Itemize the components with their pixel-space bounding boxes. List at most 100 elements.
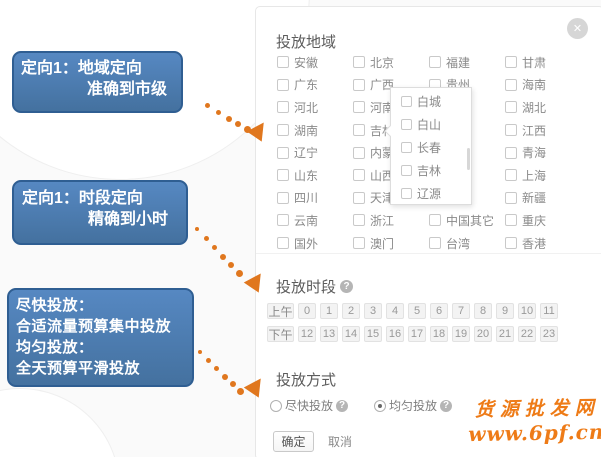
- hour-button[interactable]: 10: [518, 303, 536, 319]
- help-icon[interactable]: ?: [340, 280, 354, 293]
- hour-button[interactable]: 1: [320, 303, 338, 319]
- hour-button[interactable]: 23: [540, 326, 558, 342]
- checkbox-icon[interactable]: [277, 214, 289, 227]
- checkbox-icon[interactable]: [429, 237, 441, 250]
- hour-button[interactable]: 9: [496, 303, 514, 319]
- checkbox-icon[interactable]: [401, 119, 412, 130]
- hour-button[interactable]: 6: [430, 303, 448, 319]
- hour-button[interactable]: 19: [452, 326, 470, 342]
- region-checkbox-item[interactable]: 甘肃: [505, 54, 581, 71]
- checkbox-icon[interactable]: [401, 142, 412, 153]
- hour-button[interactable]: 13: [320, 326, 338, 342]
- checkbox-icon[interactable]: [353, 146, 365, 159]
- region-checkbox-item[interactable]: 河南: [353, 99, 429, 116]
- checkbox-icon[interactable]: [505, 146, 517, 159]
- city-checkbox-item[interactable]: 吉林: [401, 159, 471, 182]
- region-checkbox-item[interactable]: 江西: [505, 122, 581, 139]
- hour-button[interactable]: 17: [408, 326, 426, 342]
- region-checkbox-item[interactable]: 广东: [277, 76, 353, 93]
- checkbox-icon[interactable]: [505, 56, 517, 69]
- region-checkbox-item[interactable]: 安徽: [277, 54, 353, 71]
- region-checkbox-item[interactable]: 重庆: [505, 212, 581, 229]
- region-checkbox-item[interactable]: 广西: [353, 76, 429, 93]
- checkbox-icon[interactable]: [429, 214, 441, 227]
- region-checkbox-item[interactable]: 湖南: [277, 122, 353, 139]
- region-checkbox-item[interactable]: 中国其它: [429, 212, 505, 229]
- checkbox-icon[interactable]: [505, 124, 517, 137]
- close-button[interactable]: ✕: [567, 18, 588, 39]
- ampm-button[interactable]: 上午: [267, 303, 294, 319]
- checkbox-icon[interactable]: [505, 169, 517, 182]
- region-checkbox-item[interactable]: 山东: [277, 167, 353, 184]
- hour-button[interactable]: 20: [474, 326, 492, 342]
- checkbox-icon[interactable]: [353, 214, 365, 227]
- region-checkbox-item[interactable]: 四川: [277, 189, 353, 206]
- checkbox-icon[interactable]: [505, 101, 517, 114]
- region-checkbox-item[interactable]: 青海: [505, 144, 581, 161]
- region-checkbox-item[interactable]: 湖北: [505, 99, 581, 116]
- city-checkbox-item[interactable]: 白山: [401, 113, 471, 136]
- checkbox-icon[interactable]: [277, 237, 289, 250]
- hour-button[interactable]: 15: [364, 326, 382, 342]
- hour-button[interactable]: 3: [364, 303, 382, 319]
- region-checkbox-item[interactable]: 新疆: [505, 189, 581, 206]
- ampm-button[interactable]: 下午: [267, 326, 294, 342]
- checkbox-icon[interactable]: [277, 146, 289, 159]
- checkbox-icon[interactable]: [353, 124, 365, 137]
- region-checkbox-item[interactable]: 辽宁: [277, 144, 353, 161]
- help-icon[interactable]: ?: [440, 399, 453, 412]
- hour-button[interactable]: 4: [386, 303, 404, 319]
- hour-button[interactable]: 14: [342, 326, 360, 342]
- hour-button[interactable]: 11: [540, 303, 558, 319]
- region-checkbox-item[interactable]: 天津: [353, 189, 429, 206]
- radio-icon[interactable]: [374, 399, 387, 412]
- hour-button[interactable]: 5: [408, 303, 426, 319]
- checkbox-icon[interactable]: [401, 188, 412, 199]
- hour-button[interactable]: 18: [430, 326, 448, 342]
- checkbox-icon[interactable]: [277, 191, 289, 204]
- checkbox-icon[interactable]: [353, 101, 365, 114]
- checkbox-icon[interactable]: [401, 165, 412, 176]
- hour-button[interactable]: 0: [298, 303, 316, 319]
- checkbox-icon[interactable]: [505, 191, 517, 204]
- checkbox-icon[interactable]: [505, 78, 517, 91]
- checkbox-icon[interactable]: [429, 56, 441, 69]
- hour-button[interactable]: 16: [386, 326, 404, 342]
- checkbox-icon[interactable]: [401, 96, 412, 107]
- checkbox-icon[interactable]: [353, 56, 365, 69]
- checkbox-icon[interactable]: [353, 191, 365, 204]
- city-checkbox-item[interactable]: 辽源: [401, 182, 471, 205]
- region-checkbox-item[interactable]: 福建: [429, 54, 505, 71]
- city-checkbox-item[interactable]: 长春: [401, 136, 471, 159]
- region-checkbox-item[interactable]: 河北: [277, 99, 353, 116]
- hour-button[interactable]: 8: [474, 303, 492, 319]
- checkbox-icon[interactable]: [353, 78, 365, 91]
- checkbox-icon[interactable]: [353, 169, 365, 182]
- checkbox-icon[interactable]: [277, 124, 289, 137]
- method-option[interactable]: 均匀投放?: [374, 397, 453, 414]
- checkbox-icon[interactable]: [505, 237, 517, 250]
- region-checkbox-item[interactable]: 香港: [505, 235, 581, 252]
- region-checkbox-item[interactable]: 云南: [277, 212, 353, 229]
- confirm-button[interactable]: 确定: [273, 431, 314, 452]
- hour-button[interactable]: 21: [496, 326, 514, 342]
- region-checkbox-item[interactable]: 北京: [353, 54, 429, 71]
- hour-button[interactable]: 7: [452, 303, 470, 319]
- checkbox-icon[interactable]: [277, 101, 289, 114]
- region-checkbox-item[interactable]: 台湾: [429, 235, 505, 252]
- region-checkbox-item[interactable]: 澳门: [353, 235, 429, 252]
- help-icon[interactable]: ?: [336, 399, 349, 412]
- hour-button[interactable]: 2: [342, 303, 360, 319]
- region-checkbox-item[interactable]: 国外: [277, 235, 353, 252]
- checkbox-icon[interactable]: [277, 169, 289, 182]
- city-checkbox-item[interactable]: 白城: [401, 90, 471, 113]
- region-checkbox-item[interactable]: 浙江: [353, 212, 429, 229]
- method-option[interactable]: 尽快投放?: [270, 397, 349, 414]
- radio-icon[interactable]: [270, 399, 282, 412]
- region-checkbox-item[interactable]: 上海: [505, 167, 581, 184]
- region-checkbox-item[interactable]: 山西: [353, 167, 429, 184]
- checkbox-icon[interactable]: [277, 56, 289, 69]
- cancel-button[interactable]: 取消: [328, 435, 353, 449]
- hour-button[interactable]: 12: [298, 326, 316, 342]
- hour-button[interactable]: 22: [518, 326, 536, 342]
